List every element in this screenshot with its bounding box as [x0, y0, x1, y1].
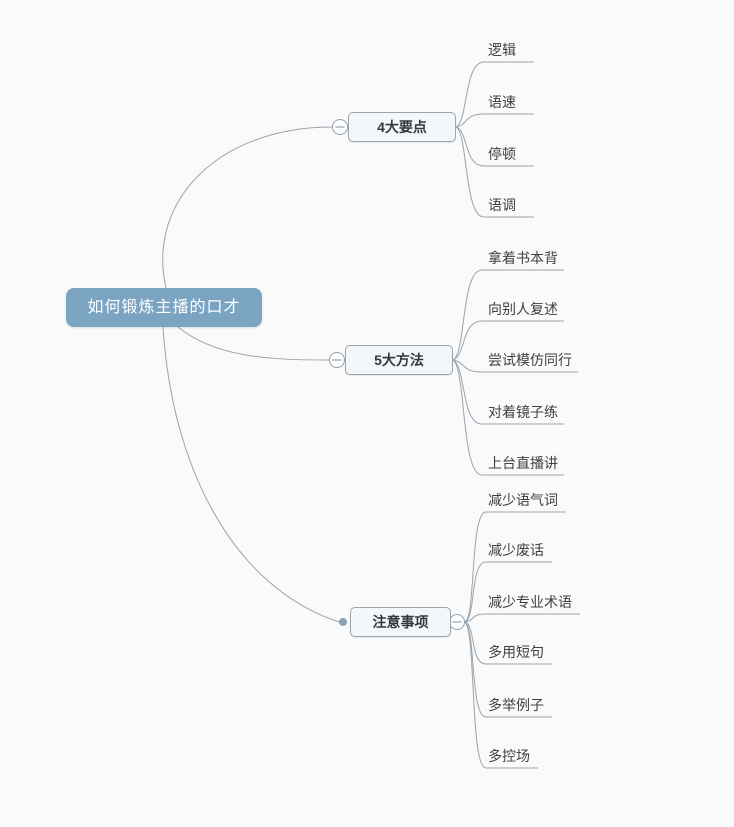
branch-node-precautions[interactable]: 注意事项 [350, 607, 451, 637]
leaf-node[interactable]: 减少废话 [488, 542, 544, 558]
branch-node-methods[interactable]: 5大方法 [345, 345, 453, 375]
leaf-node[interactable]: 停顿 [488, 146, 516, 162]
leaf-node[interactable]: 对着镜子练 [488, 404, 558, 420]
connector-leaf [464, 561, 552, 623]
leaf-node[interactable]: 尝试模仿同行 [488, 352, 572, 368]
branch-node-key-points[interactable]: 4大要点 [348, 112, 456, 142]
branch-anchor-dot [339, 618, 347, 626]
leaf-node[interactable]: 语调 [488, 197, 516, 213]
leaf-node[interactable]: 多用短句 [488, 644, 544, 660]
connector-leaf [452, 359, 564, 425]
connector-leaf [455, 61, 534, 128]
connector-leaf [455, 126, 534, 218]
collapse-toggle-branch1[interactable] [332, 119, 348, 135]
connector-leaf [464, 613, 580, 623]
leaf-node[interactable]: 拿着书本背 [488, 250, 558, 266]
connector-leaf [464, 621, 538, 769]
leaf-node[interactable]: 多控场 [488, 748, 530, 764]
collapse-toggle-branch2[interactable] [329, 352, 345, 368]
connector-leaf [452, 269, 564, 361]
leaf-node[interactable]: 减少专业术语 [488, 594, 572, 610]
collapse-toggle-branch3[interactable] [449, 614, 465, 630]
connector-leaf [455, 113, 534, 128]
connector-leaf [455, 126, 534, 167]
root-node[interactable]: 如何锻炼主播的口才 [66, 288, 262, 327]
leaf-node[interactable]: 向别人复述 [488, 301, 558, 317]
connector-leaf [452, 320, 564, 361]
leaf-node[interactable]: 语速 [488, 94, 516, 110]
connector-root-branch1 [162, 126, 333, 289]
leaf-node[interactable]: 上台直播讲 [488, 455, 558, 471]
leaf-node[interactable]: 多举例子 [488, 697, 544, 713]
connector-root-branch3 [162, 326, 340, 623]
connector-leaf [464, 621, 552, 665]
leaf-node[interactable]: 减少语气词 [488, 492, 558, 508]
leaf-node[interactable]: 逻辑 [488, 42, 516, 58]
connector-leaf [452, 359, 564, 476]
connector-leaf [464, 511, 566, 623]
connector-root-branch2 [177, 326, 330, 361]
connector-leaf [452, 359, 578, 373]
